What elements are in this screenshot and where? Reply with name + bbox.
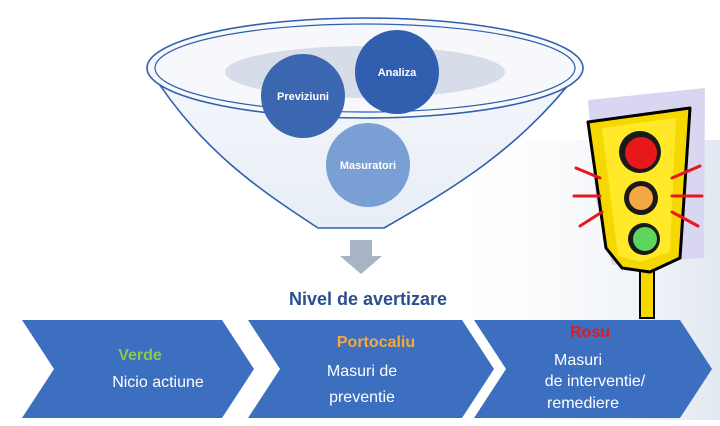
traffic-light-pole bbox=[639, 269, 655, 319]
level-rosu-name: Rosu bbox=[570, 324, 610, 341]
warning-level-title: Nivel de avertizare bbox=[289, 289, 447, 309]
circle-analiza-shape bbox=[355, 30, 439, 114]
traffic-light-rays bbox=[572, 164, 704, 228]
circle-previziuni-label: Previziuni bbox=[277, 91, 329, 103]
chevron-portocaliu bbox=[248, 320, 494, 418]
level-chevrons bbox=[22, 320, 712, 418]
circle-analiza-label: Analiza bbox=[378, 67, 417, 79]
traffic-light-icon bbox=[572, 88, 705, 319]
level-portocaliu-name: Portocaliu bbox=[337, 334, 415, 351]
circle-previziuni: Previziuni bbox=[261, 54, 345, 138]
circle-masuratori-label: Masuratori bbox=[340, 160, 396, 172]
level-portocaliu-description-line-1: Masuri de bbox=[327, 363, 397, 380]
circle-analiza: Analiza bbox=[355, 30, 439, 114]
arrow-down-icon bbox=[340, 240, 382, 274]
circle-masuratori-shape bbox=[326, 123, 410, 207]
chevron-verde bbox=[22, 320, 254, 418]
circle-previziuni-shape bbox=[261, 54, 345, 138]
level-verde-description: Nicio actiune bbox=[112, 374, 204, 391]
chevron-rosu bbox=[474, 320, 712, 418]
level-portocaliu-description-line-2: preventie bbox=[329, 389, 395, 406]
circle-masuratori: Masuratori bbox=[326, 123, 410, 207]
level-rosu-description-line-3: remediere bbox=[547, 395, 619, 412]
funnel-rim-inner bbox=[154, 23, 576, 113]
level-verde-name: Verde bbox=[118, 347, 162, 364]
level-rosu-description-line-2: de interventie/ bbox=[545, 373, 646, 390]
level-rosu-description-line-1: Masuri bbox=[554, 352, 602, 369]
